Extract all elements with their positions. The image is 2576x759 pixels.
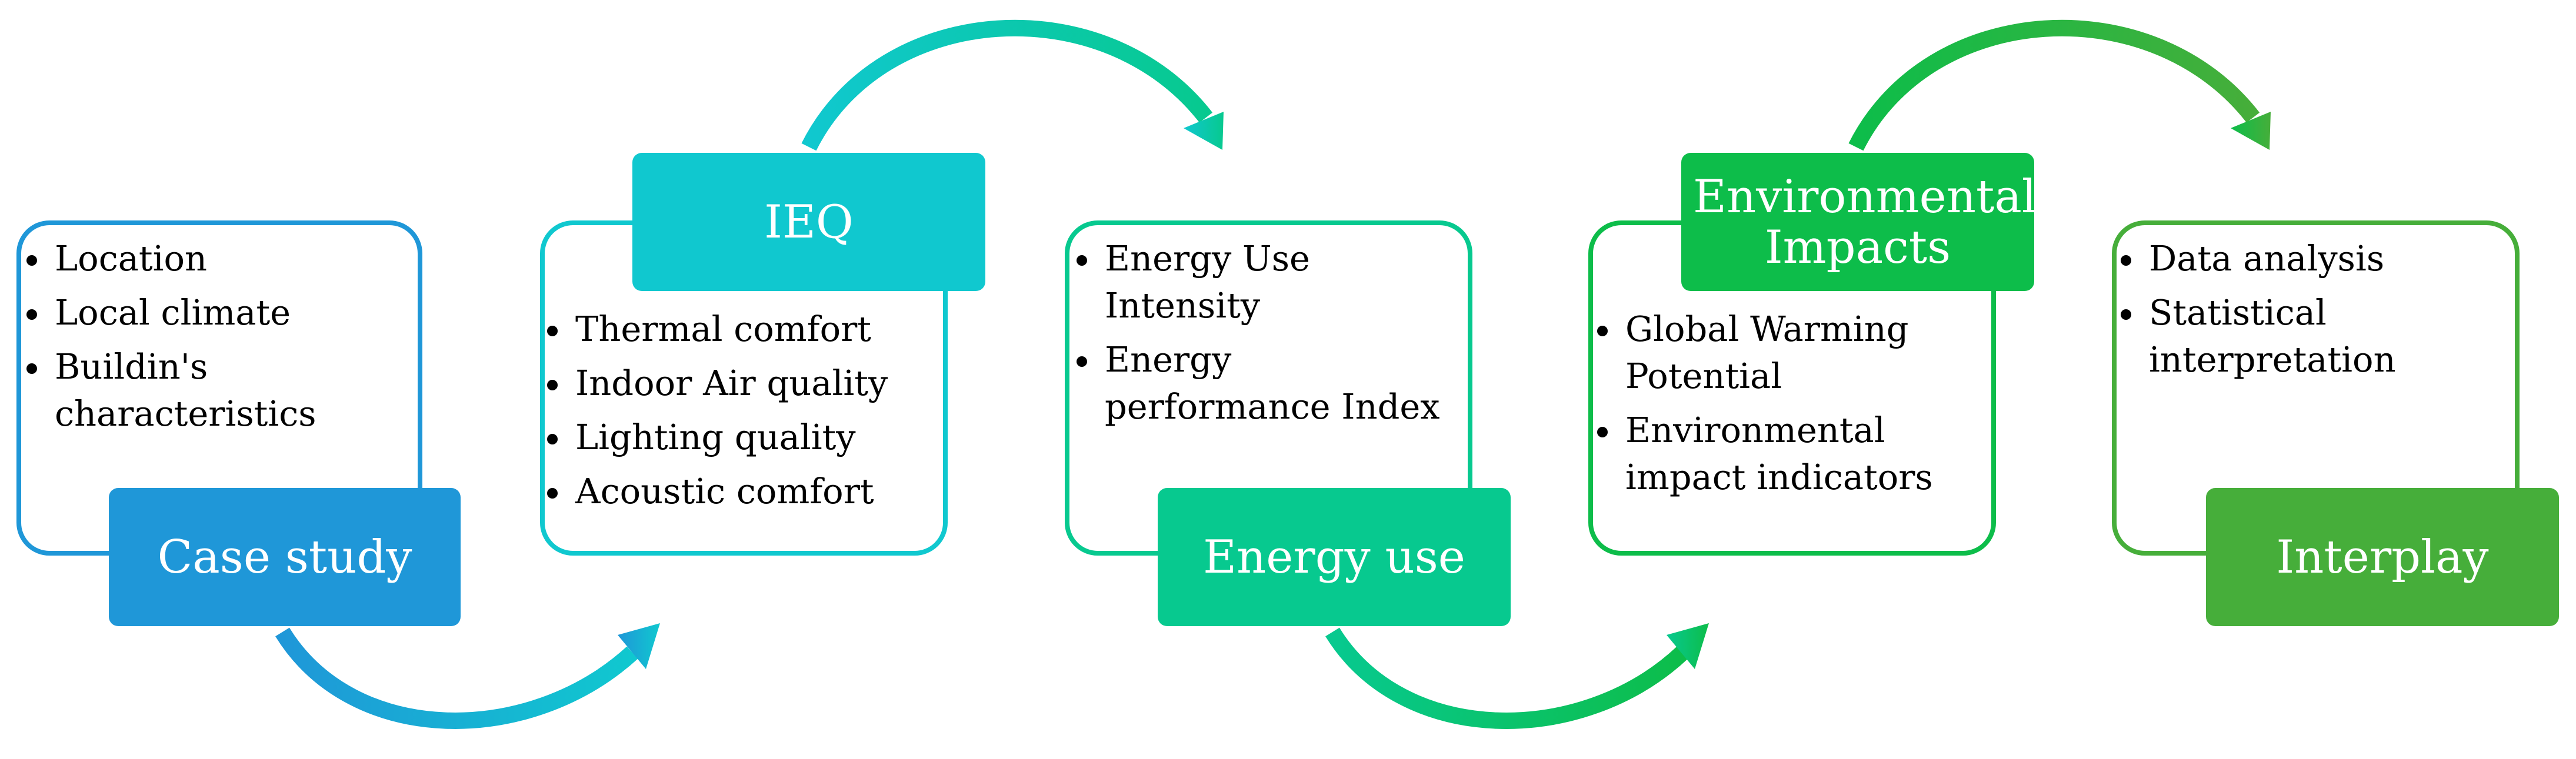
interplay-item: Statistical interpretation xyxy=(2115,289,2420,383)
environmental-impacts-list: Global Warming Potential Environmental i… xyxy=(1591,306,1968,508)
arrow-ieq-to-energy-use xyxy=(801,19,1224,151)
ieq-item: Thermal comfort xyxy=(541,306,941,353)
ieq-item: Indoor Air quality xyxy=(541,360,941,407)
arrow-energy-use-to-environmental-impacts xyxy=(1325,623,1709,729)
energy-use-item: Energy Use Intensity xyxy=(1071,235,1352,329)
interplay-list: Data analysis Statistical interpretation xyxy=(2115,235,2491,390)
environmental-impacts-item: Global Warming Potential xyxy=(1591,306,1931,400)
arrow-environmental-impacts-to-interplay xyxy=(1848,19,2271,151)
energy-use-item: Energy performance Index xyxy=(1071,336,1446,430)
case-study-item: Location xyxy=(21,235,397,282)
ieq-item: Acoustic comfort xyxy=(541,468,941,515)
ieq-item: Lighting quality xyxy=(541,414,941,461)
case-study-list: Location Local climate Buildin's charact… xyxy=(21,235,397,444)
case-study-item: Buildin's characteristics xyxy=(21,343,316,437)
energy-use-label: Energy use xyxy=(1158,488,1511,626)
case-study-item: Local climate xyxy=(21,289,397,336)
ieq-list: Thermal comfort Indoor Air quality Light… xyxy=(541,306,941,522)
interplay-label: Interplay xyxy=(2206,488,2559,626)
environmental-impacts-item: Environmental impact indicators xyxy=(1591,407,1955,501)
case-study-label: Case study xyxy=(109,488,461,626)
interplay-item: Data analysis xyxy=(2115,235,2491,282)
arrow-case-study-to-ieq xyxy=(275,623,660,729)
environmental-impacts-label: Environmental Impacts xyxy=(1681,153,2037,291)
ieq-label: IEQ xyxy=(632,153,985,291)
energy-use-list: Energy Use Intensity Energy performance … xyxy=(1071,235,1447,437)
